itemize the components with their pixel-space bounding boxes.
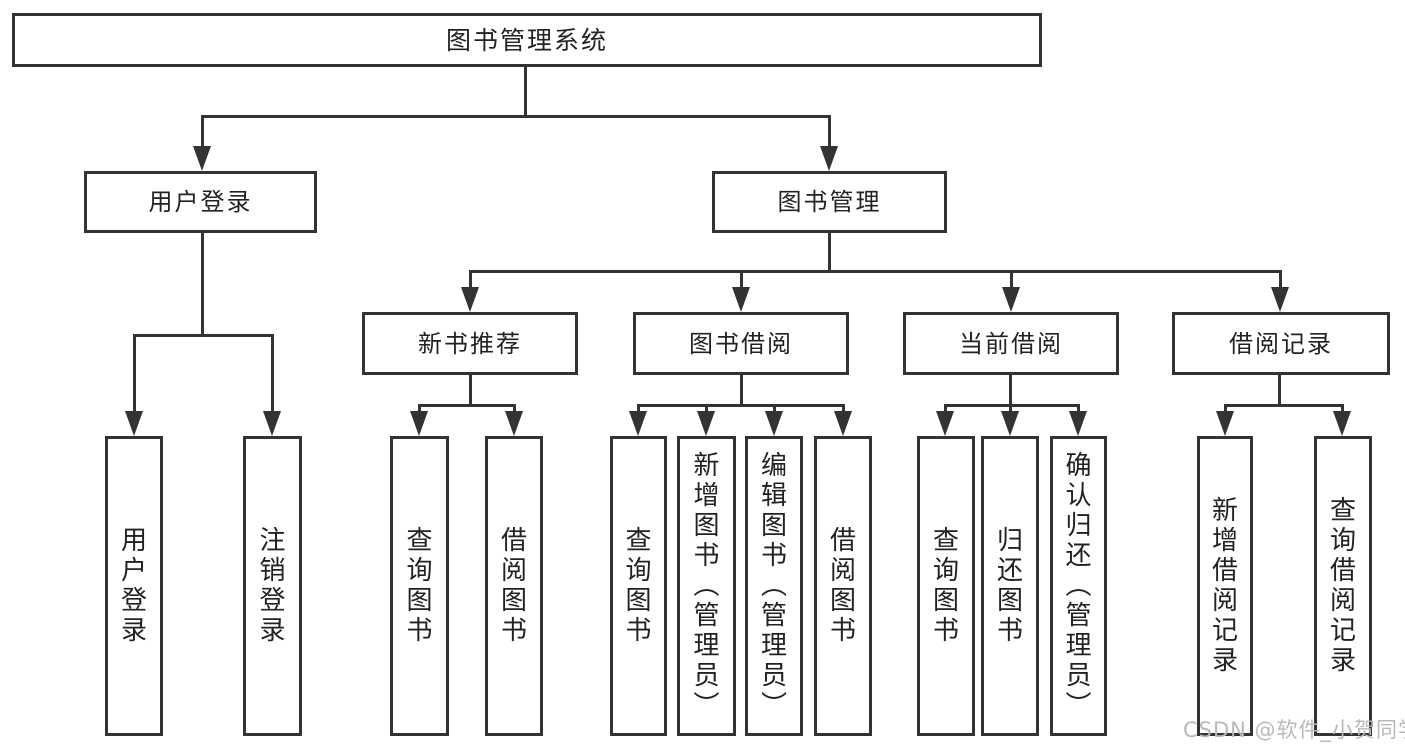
arrow-down-icon bbox=[834, 411, 852, 436]
leaf-user-login: 用户登录 bbox=[105, 436, 163, 736]
arrow-down-icon bbox=[936, 411, 954, 436]
leaf-return-book-label: 归还图书 bbox=[996, 526, 1023, 646]
leaf-edit-book-admin: 编辑图书︵管理员︶ bbox=[745, 436, 803, 736]
arrow-down-icon bbox=[410, 411, 428, 436]
arrow-down-icon bbox=[820, 146, 838, 171]
connector-stem-leaf bbox=[1009, 404, 1012, 416]
leaf-return-book: 归还图书 bbox=[981, 436, 1039, 736]
node-current-borrow-label: 当前借阅 bbox=[959, 329, 1063, 358]
connector-book-management-drop bbox=[828, 233, 831, 273]
connector-stem-current-borrow bbox=[1010, 270, 1013, 290]
connector-rail-new-book bbox=[418, 404, 516, 407]
arrow-down-icon bbox=[263, 411, 281, 436]
arrow-down-icon bbox=[1002, 287, 1020, 312]
arrow-down-icon bbox=[1333, 411, 1351, 436]
connector-stem-user-login bbox=[201, 115, 204, 150]
leaf-borrow-book-recommend: 借阅图书 bbox=[485, 436, 543, 736]
node-library-system-label: 图书管理系统 bbox=[445, 25, 608, 55]
connector-rail-user-login bbox=[133, 334, 274, 337]
arrow-down-icon bbox=[732, 287, 750, 312]
connector-rail-level3 bbox=[469, 270, 1282, 273]
leaf-borrow-book-label: 借阅图书 bbox=[829, 526, 856, 646]
arrow-down-icon bbox=[125, 411, 143, 436]
leaf-query-borrow-record: 查询借阅记录 bbox=[1314, 436, 1372, 736]
leaf-add-borrow-record-label: 新增借阅记录 bbox=[1211, 496, 1238, 676]
leaf-query-book-recommend-label: 查询图书 bbox=[406, 526, 433, 646]
csdn-watermark: CSDN @软件_小贺同学 bbox=[1183, 718, 1405, 742]
leaf-query-book-borrow: 查询图书 bbox=[610, 436, 667, 736]
connector-stem-leaf-logout bbox=[271, 334, 274, 414]
connector-stem-leaf bbox=[944, 404, 947, 416]
connector-stem-book-management bbox=[828, 115, 831, 150]
leaf-borrow-book: 借阅图书 bbox=[814, 436, 872, 736]
arrow-down-icon bbox=[697, 411, 715, 436]
leaf-confirm-return-admin: 确认归还︵管理员︶ bbox=[1050, 436, 1107, 736]
leaf-add-borrow-record: 新增借阅记录 bbox=[1197, 436, 1253, 736]
leaf-logout: 注销登录 bbox=[243, 436, 302, 736]
connector-stem-leaf bbox=[513, 404, 516, 416]
leaf-add-book-admin-label: 新增图书︵管理员︶ bbox=[693, 451, 720, 721]
connector-book-borrow-drop bbox=[740, 375, 743, 406]
connector-stem-leaf bbox=[705, 404, 708, 416]
arrow-down-icon bbox=[1216, 411, 1234, 436]
connector-user-login-drop bbox=[201, 233, 204, 336]
connector-stem-leaf bbox=[637, 404, 640, 416]
connector-root-drop bbox=[524, 67, 527, 117]
node-book-borrow-label: 图书借阅 bbox=[689, 329, 793, 358]
node-book-management-label: 图书管理 bbox=[777, 188, 882, 216]
connector-rail-level1 bbox=[201, 115, 831, 118]
arrow-down-icon bbox=[1001, 411, 1019, 436]
node-library-system: 图书管理系统 bbox=[12, 13, 1042, 67]
node-new-book-recommend-label: 新书推荐 bbox=[418, 329, 522, 358]
connector-stem-leaf bbox=[773, 404, 776, 416]
node-current-borrow: 当前借阅 bbox=[903, 312, 1119, 375]
leaf-confirm-return-admin-label: 确认归还︵管理员︶ bbox=[1065, 451, 1092, 721]
leaf-query-borrow-record-label: 查询借阅记录 bbox=[1329, 496, 1356, 676]
node-borrow-records: 借阅记录 bbox=[1172, 312, 1390, 375]
arrow-down-icon bbox=[629, 411, 647, 436]
node-book-borrow: 图书借阅 bbox=[633, 312, 849, 375]
connector-stem-leaf bbox=[842, 404, 845, 416]
connector-stem-book-borrow bbox=[740, 270, 743, 290]
leaf-query-book-current-label: 查询图书 bbox=[932, 526, 959, 646]
arrow-down-icon bbox=[505, 411, 523, 436]
node-new-book-recommend: 新书推荐 bbox=[362, 312, 578, 375]
leaf-query-book-recommend: 查询图书 bbox=[390, 436, 449, 736]
connector-stem-borrow-records bbox=[1279, 270, 1282, 290]
connector-borrow-records-drop bbox=[1278, 375, 1281, 406]
leaf-logout-label: 注销登录 bbox=[259, 526, 286, 646]
arrow-down-icon bbox=[193, 146, 211, 171]
leaf-edit-book-admin-label: 编辑图书︵管理员︶ bbox=[760, 451, 787, 721]
leaf-add-book-admin: 新增图书︵管理员︶ bbox=[677, 436, 736, 736]
arrow-down-icon bbox=[765, 411, 783, 436]
connector-stem-leaf bbox=[1077, 404, 1080, 416]
connector-rail-borrow-records bbox=[1224, 404, 1344, 407]
connector-new-book-drop bbox=[469, 375, 472, 406]
connector-stem-leaf bbox=[418, 404, 421, 416]
connector-stem-leaf-user-login bbox=[133, 334, 136, 414]
connector-rail-current-borrow bbox=[944, 404, 1080, 407]
node-book-management: 图书管理 bbox=[712, 171, 947, 233]
connector-stem-leaf bbox=[1224, 404, 1227, 416]
node-user-login-label: 用户登录 bbox=[148, 188, 253, 216]
node-user-login: 用户登录 bbox=[84, 171, 317, 233]
leaf-borrow-book-recommend-label: 借阅图书 bbox=[500, 526, 527, 646]
connector-stem-new-book bbox=[469, 270, 472, 290]
leaf-user-login-label: 用户登录 bbox=[120, 526, 147, 646]
arrow-down-icon bbox=[1069, 411, 1087, 436]
connector-rail-book-borrow bbox=[637, 404, 845, 407]
node-borrow-records-label: 借阅记录 bbox=[1229, 329, 1333, 358]
leaf-query-book-current: 查询图书 bbox=[917, 436, 975, 736]
connector-current-borrow-drop bbox=[1009, 375, 1012, 406]
connector-stem-leaf bbox=[1341, 404, 1344, 416]
arrow-down-icon bbox=[1271, 287, 1289, 312]
arrow-down-icon bbox=[461, 287, 479, 312]
leaf-query-book-borrow-label: 查询图书 bbox=[625, 526, 652, 646]
